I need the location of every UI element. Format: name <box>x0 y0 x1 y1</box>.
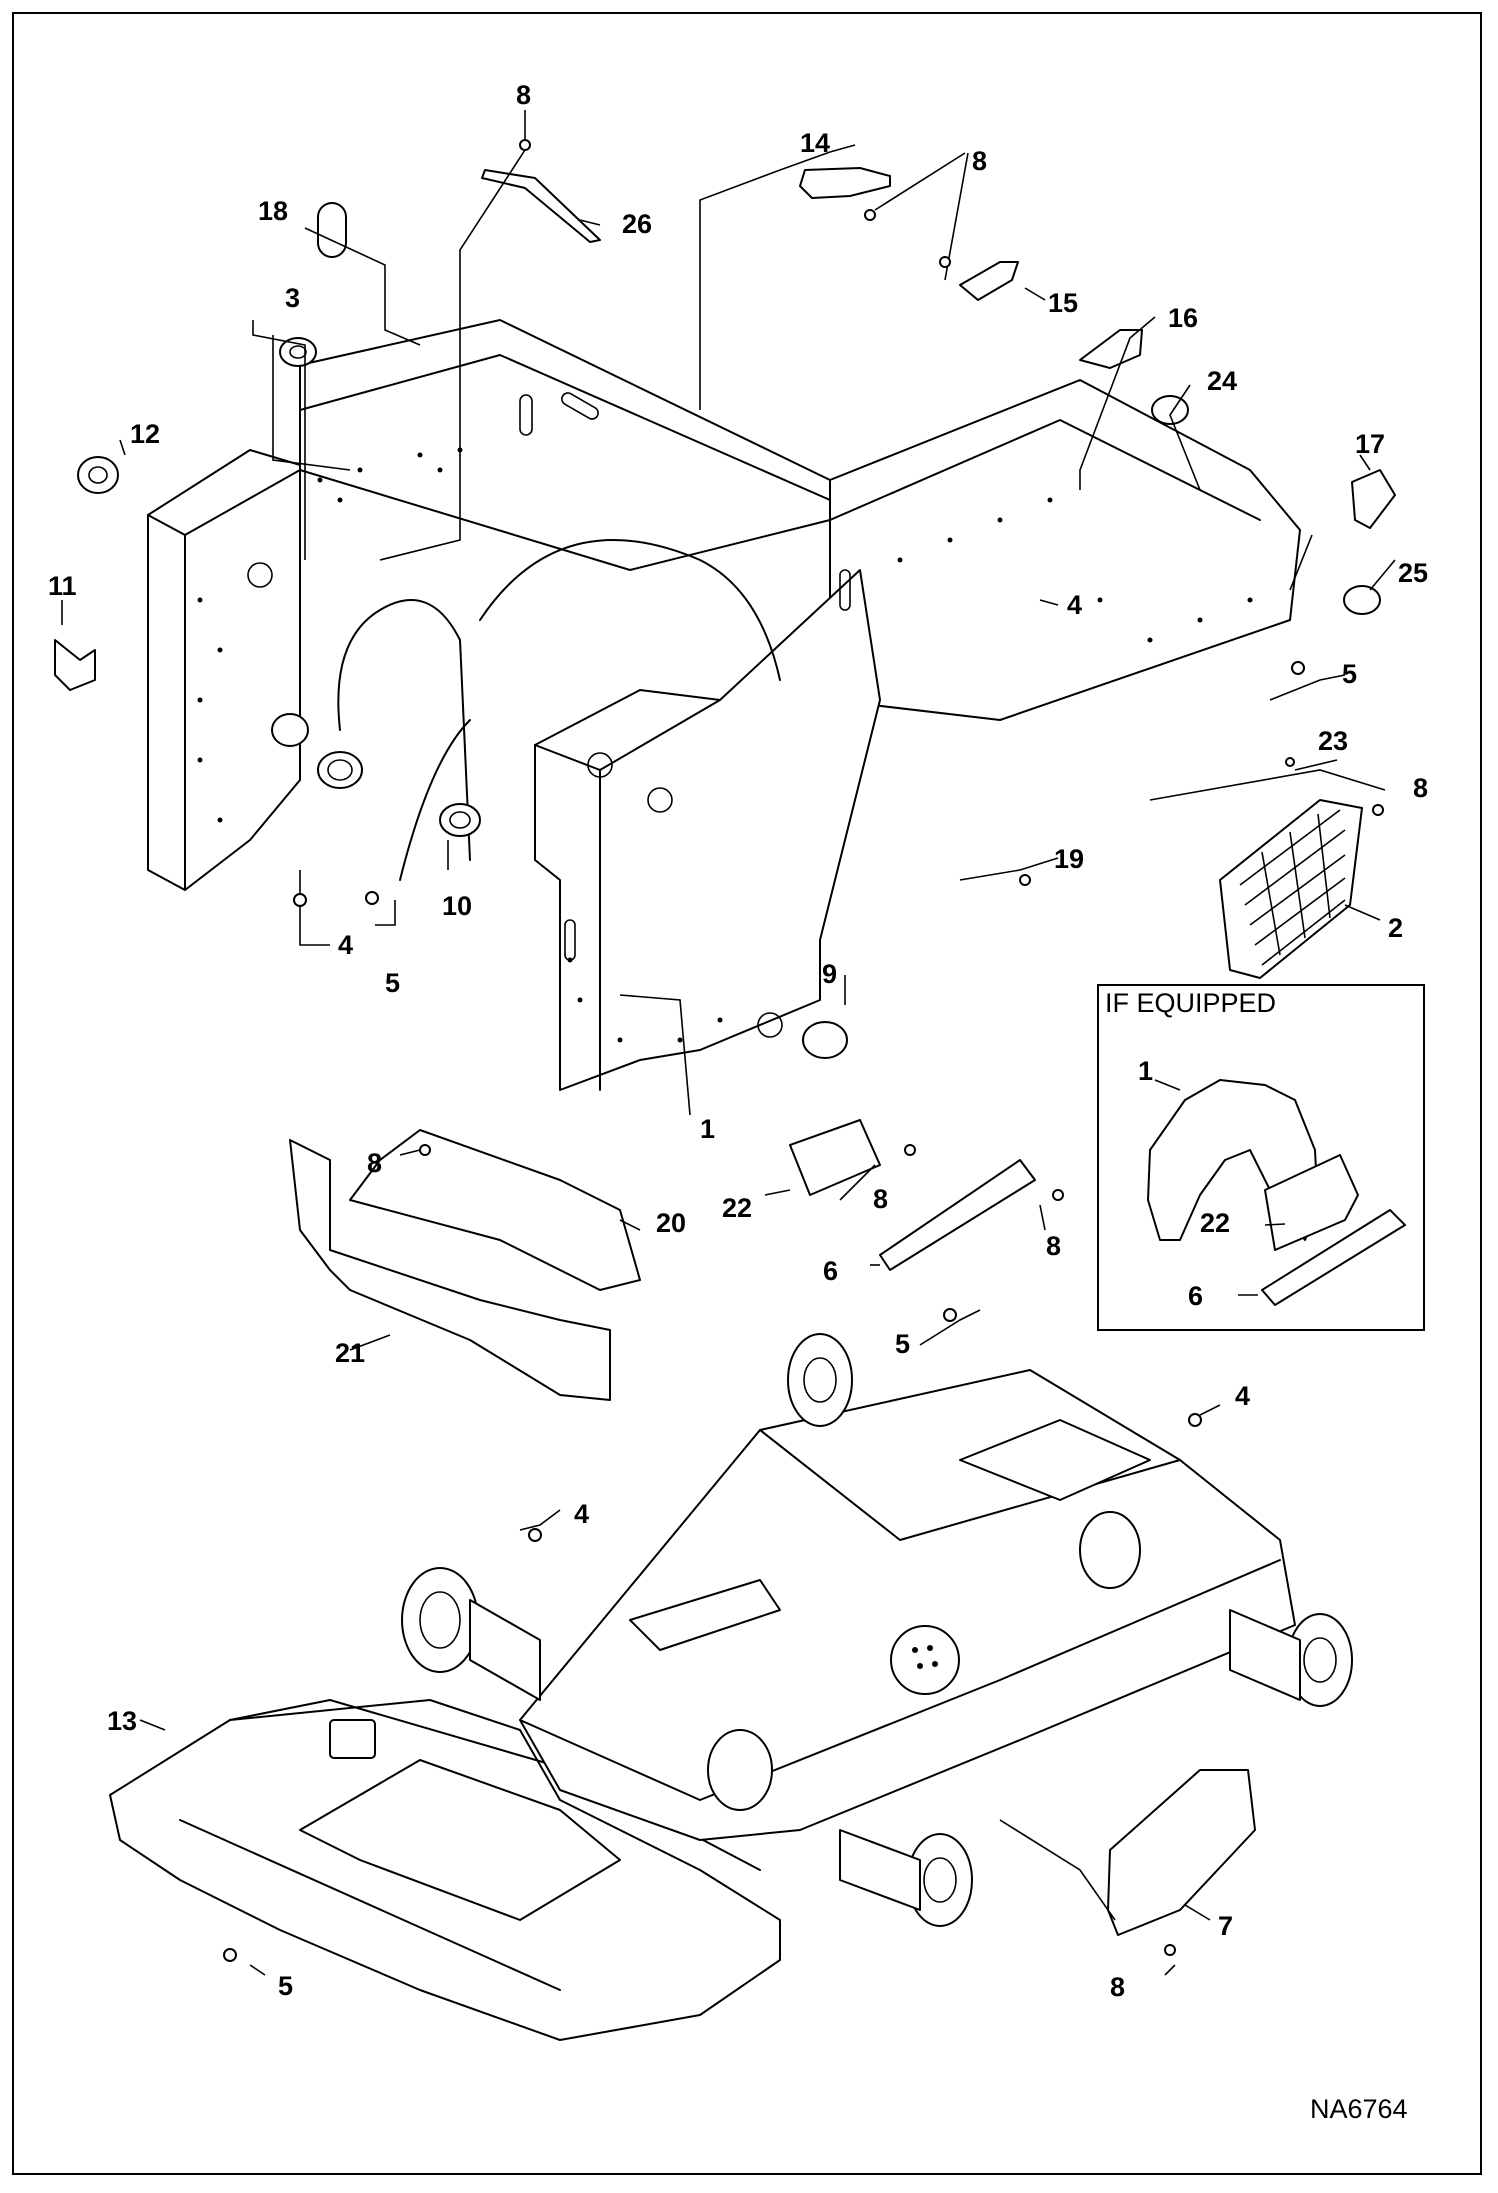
callout-8-mid-left: 8 <box>367 1148 382 1178</box>
hardware-fasteners <box>223 209 1384 1962</box>
inset-callout-22: 22 <box>1200 1208 1230 1238</box>
leader-lines <box>61 110 1396 1976</box>
plate-part-26 <box>481 169 601 243</box>
callout-26: 26 <box>622 209 652 239</box>
callout-19: 19 <box>1054 844 1084 874</box>
callout-22: 22 <box>722 1193 752 1223</box>
axle-hub-rear-left <box>401 1567 541 1701</box>
axle-hub-front-right <box>1229 1609 1353 1707</box>
cover-part-7 <box>1107 1769 1256 1936</box>
callout-5-bottom: 5 <box>278 1971 293 2001</box>
callout-8-top: 8 <box>516 80 531 110</box>
callout-3: 3 <box>285 283 300 313</box>
shield-part-21 <box>289 1139 611 1401</box>
callout-4-upper: 4 <box>1067 590 1082 620</box>
callout-23: 23 <box>1318 726 1348 756</box>
main-frame-part-1 <box>147 319 1301 1091</box>
callout-14: 14 <box>800 128 830 158</box>
callout-2: 2 <box>1388 913 1403 943</box>
bracket-part-15 <box>959 261 1019 301</box>
callout-20: 20 <box>656 1208 686 1238</box>
callout-4-lower-right: 4 <box>1235 1381 1250 1411</box>
drawing-frame <box>12 12 1482 2175</box>
callout-18: 18 <box>258 196 288 226</box>
bushing-part-12 <box>77 456 119 494</box>
callout-13: 13 <box>107 1706 137 1736</box>
callout-4-left: 4 <box>338 930 353 960</box>
callout-15: 15 <box>1048 288 1078 318</box>
inset-callout-1: 1 <box>1138 1056 1153 1086</box>
bolt-part-8 <box>519 139 531 151</box>
bushing-part-25 <box>1343 585 1381 615</box>
bracket-part-17 <box>1351 469 1396 529</box>
axle-tube-center <box>707 1511 1141 1811</box>
callout-1: 1 <box>700 1114 715 1144</box>
bracket-part-14 <box>799 167 891 199</box>
callout-8-upper-right: 8 <box>972 146 987 176</box>
callout-5-left: 5 <box>385 968 400 998</box>
inset-if-equipped <box>1097 984 1425 1331</box>
callout-8-bottom: 8 <box>1110 1972 1125 2002</box>
axle-housing <box>519 1369 1296 1841</box>
axle-hub-front-left <box>787 1333 853 1427</box>
bushing-part-10 <box>271 713 481 837</box>
callout-8-right: 8 <box>1413 773 1428 803</box>
shield-part-20 <box>349 1129 641 1291</box>
bushing-part-9 <box>802 1021 848 1059</box>
callout-4-lower-left: 4 <box>574 1499 589 1529</box>
panel-part-22 <box>789 1119 881 1196</box>
callout-5-upper-right: 5 <box>1342 659 1357 689</box>
bracket-part-16 <box>1079 329 1143 369</box>
callout-21: 21 <box>335 1338 365 1368</box>
drawing-number: NA6764 <box>1310 2094 1408 2124</box>
callout-8-mid: 8 <box>873 1184 888 1214</box>
callout-10: 10 <box>442 891 472 921</box>
callout-24: 24 <box>1207 366 1237 396</box>
callout-6: 6 <box>823 1256 838 1286</box>
callout-12: 12 <box>130 419 160 449</box>
callout-8-mid-right: 8 <box>1046 1231 1061 1261</box>
callout-25: 25 <box>1398 558 1428 588</box>
callout-11: 11 <box>48 571 77 601</box>
callout-9: 9 <box>822 959 837 989</box>
inset-title: IF EQUIPPED <box>1105 988 1276 1018</box>
callout-5-lower: 5 <box>895 1329 910 1359</box>
bracket-part-11 <box>54 639 96 691</box>
gasket-part-18 <box>317 202 347 258</box>
callout-16: 16 <box>1168 303 1198 333</box>
callout-7: 7 <box>1218 1911 1233 1941</box>
inset-callout-6: 6 <box>1188 1281 1203 1311</box>
screen-part-2 <box>1219 799 1363 979</box>
bushing-part-24 <box>1151 395 1189 425</box>
bushing-part-3 <box>279 337 317 367</box>
axle-hub-rear-right <box>839 1829 973 1927</box>
callout-17: 17 <box>1355 429 1385 459</box>
panel-part-6 <box>879 1159 1036 1271</box>
